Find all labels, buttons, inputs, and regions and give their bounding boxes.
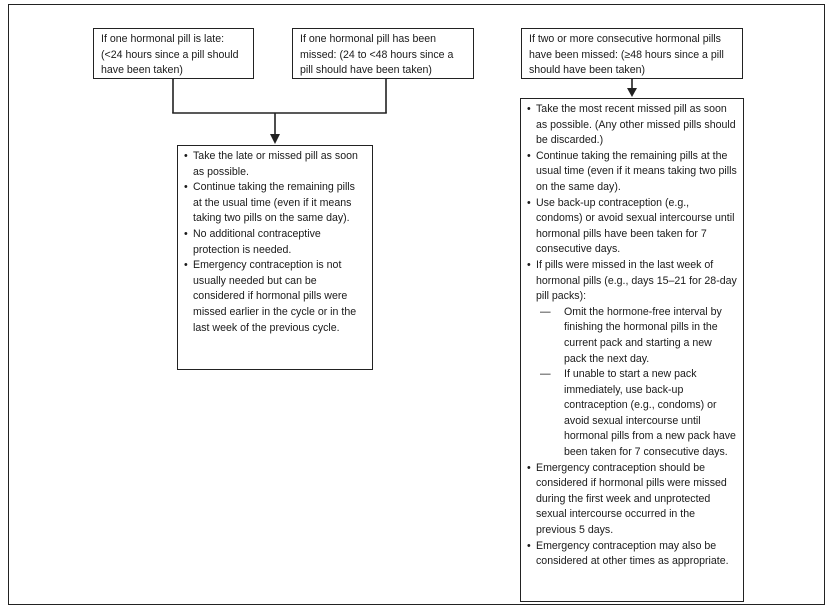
condition-box-missed-one: If one hormonal pill has been missed: (2… bbox=[292, 28, 474, 79]
figure-frame bbox=[8, 4, 825, 605]
arrowhead-left bbox=[270, 134, 280, 144]
list-item: Continue taking the remaining pills at t… bbox=[527, 149, 737, 196]
list-item: Emergency contraception may also be cons… bbox=[527, 539, 737, 570]
list-item-with-sublist: If pills were missed in the last week of… bbox=[527, 258, 737, 461]
list-item: Take the late or missed pill as soon as … bbox=[184, 149, 366, 180]
sub-list-item: Omit the hormone-free interval by finish… bbox=[536, 305, 737, 367]
condition-box-missed-two: If two or more consecutive hormonal pill… bbox=[521, 28, 743, 79]
list-item: Take the most recent missed pill as soon… bbox=[527, 102, 737, 149]
sub-list-item: If unable to start a new pack immediatel… bbox=[536, 367, 737, 461]
condition-text-missed-two: If two or more consecutive hormonal pill… bbox=[529, 33, 724, 77]
action-box-left: Take the late or missed pill as soon as … bbox=[177, 145, 373, 370]
list-item: Emergency contraception is not usually n… bbox=[184, 258, 366, 336]
arrowhead-right bbox=[627, 88, 637, 97]
action-box-right: Take the most recent missed pill as soon… bbox=[520, 98, 744, 602]
sub-list: Omit the hormone-free interval by finish… bbox=[536, 305, 737, 461]
list-item: Use back-up contraception (e.g., condoms… bbox=[527, 196, 737, 258]
list-item: Continue taking the remaining pills at t… bbox=[184, 180, 366, 227]
left-action-list: Take the late or missed pill as soon as … bbox=[184, 149, 366, 336]
list-item: No additional contraceptive protection i… bbox=[184, 227, 366, 258]
condition-box-late: If one hormonal pill is late: (<24 hours… bbox=[93, 28, 254, 79]
condition-text-missed-one: If one hormonal pill has been missed: (2… bbox=[300, 33, 454, 77]
list-item-text: If pills were missed in the last week of… bbox=[536, 258, 737, 303]
right-action-list: Take the most recent missed pill as soon… bbox=[527, 102, 737, 570]
condition-text-late: If one hormonal pill is late: (<24 hours… bbox=[101, 33, 239, 77]
list-item: Emergency contraception should be consid… bbox=[527, 461, 737, 539]
